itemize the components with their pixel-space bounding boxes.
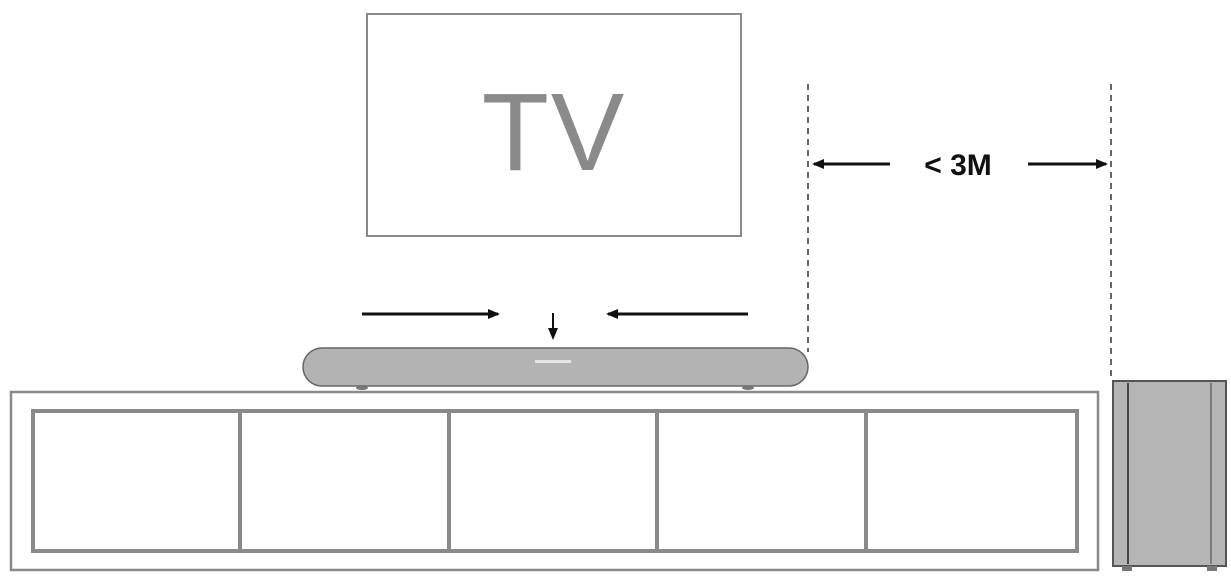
soundbar-foot-left — [356, 386, 368, 390]
tv-screen — [366, 13, 742, 237]
soundbar-body — [302, 347, 809, 387]
subwoofer-body — [1112, 380, 1227, 567]
subwoofer — [1112, 380, 1227, 571]
tv-cabinet — [9, 390, 1100, 572]
soundbar-foot-right — [742, 386, 754, 390]
soundbar — [302, 347, 809, 390]
centering-arrows — [362, 309, 748, 340]
distance-indicator: < 3M — [807, 84, 1112, 376]
subwoofer-foot-left — [1122, 566, 1132, 571]
soundbar-logo — [535, 360, 571, 363]
subwoofer-foot-right — [1207, 566, 1217, 571]
cabinet-inner — [31, 409, 1079, 553]
distance-label: < 3M — [924, 149, 992, 182]
tv-label: TV — [482, 71, 627, 194]
tv: TV — [366, 13, 742, 237]
